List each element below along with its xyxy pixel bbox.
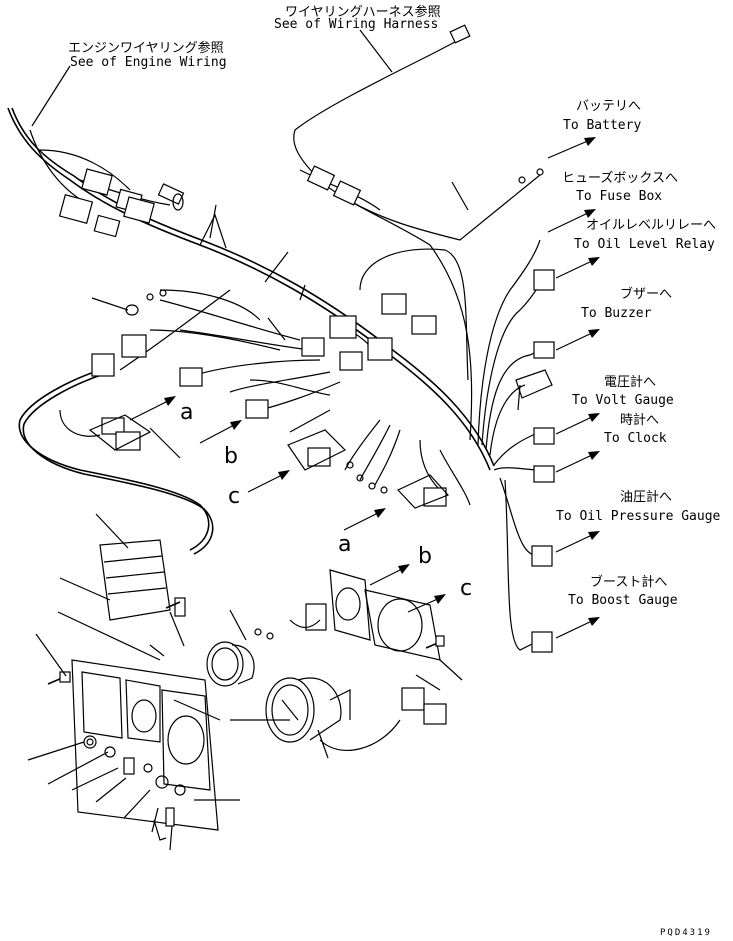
- arrow-c2: [407, 594, 446, 613]
- connectors: [58, 24, 555, 725]
- buzzer-label-en: To Buzzer: [581, 306, 652, 321]
- part-leaders: [27, 384, 521, 851]
- ref-letter-b2: b: [418, 544, 432, 569]
- oil-pressure-label-en: To Oil Pressure Gauge: [556, 509, 721, 524]
- ref-letter-a2: a: [338, 532, 352, 557]
- arrow-clock: [555, 451, 600, 473]
- ref-letter-b1: b: [224, 444, 238, 469]
- arrow-c1: [247, 470, 290, 493]
- ref-letter-a1: a: [180, 400, 194, 425]
- arrow-battery: [547, 137, 596, 159]
- arrows: [129, 137, 600, 639]
- drawing-code: PQD4319: [660, 928, 712, 938]
- ref-letter-c2: c: [460, 576, 473, 601]
- arrow-boost: [555, 617, 600, 639]
- arrow-oil-level: [555, 257, 600, 279]
- arrow-a2: [343, 508, 386, 531]
- oil-level-label-jp: オイルレベルリレーへ: [586, 218, 717, 233]
- clock-label-jp: 時計へ: [620, 413, 660, 428]
- arrow-b2: [369, 564, 410, 586]
- clock-label-en: To Clock: [604, 431, 667, 446]
- ref-letter-c1: c: [228, 484, 241, 509]
- boost-label-en: To Boost Gauge: [568, 593, 678, 608]
- wiring-harness-label-en: See of Wiring Harness: [274, 17, 439, 32]
- arrow-a1: [129, 396, 176, 421]
- boost-label-jp: ブースト計へ: [590, 575, 668, 590]
- arrow-volt: [555, 413, 600, 435]
- arrow-fuse-box: [547, 209, 596, 233]
- wiring-harness-label-jp: ワイヤリングハーネス参照: [285, 5, 441, 20]
- arrow-b1: [199, 420, 242, 444]
- fuse-box-label-en: To Fuse Box: [576, 189, 663, 204]
- volt-label-en: To Volt Gauge: [572, 393, 674, 408]
- engine-wiring-label-en: See of Engine Wiring: [70, 55, 227, 70]
- oil-level-label-en: To Oil Level Relay: [574, 237, 715, 252]
- main-harness: [7, 41, 546, 651]
- battery-label-en: To Battery: [563, 118, 642, 133]
- buzzer-label-jp: ブザーへ: [620, 287, 673, 302]
- oil-pressure-label-jp: 油圧計へ: [620, 490, 673, 505]
- gauges: [206, 569, 441, 751]
- battery-label-jp: バッテリへ: [576, 99, 642, 114]
- instrument-panel: [71, 659, 219, 841]
- arrow-buzzer: [555, 329, 600, 351]
- relay-block: [99, 539, 186, 621]
- fuse-box-label-jp: ヒューズボックスへ: [562, 171, 678, 186]
- arrow-oil-pressure: [555, 531, 600, 553]
- engine-wiring-label-jp: エンジンワイヤリング参照: [68, 41, 224, 56]
- volt-label-jp: 電圧計へ: [604, 375, 657, 390]
- bolts: [47, 601, 445, 685]
- callout-leaders: [31, 29, 469, 341]
- ring-terminals: [125, 168, 544, 640]
